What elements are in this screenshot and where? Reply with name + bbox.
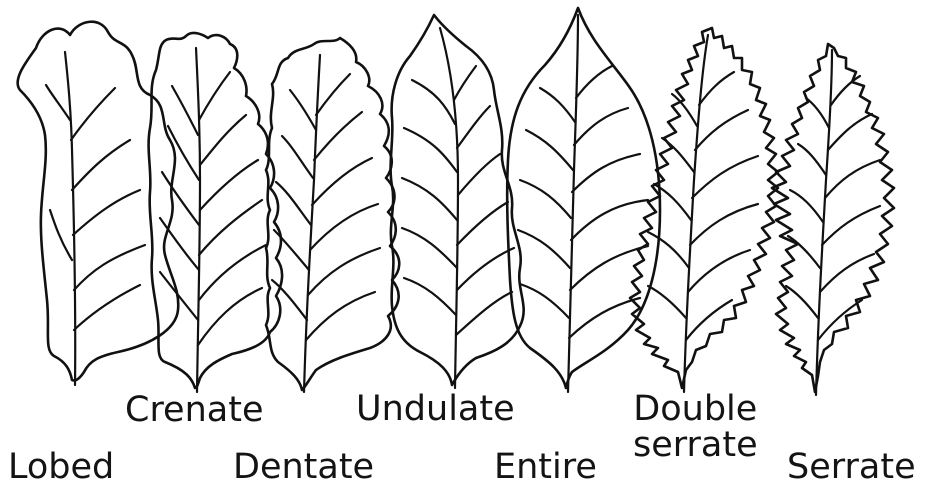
undulate-leaf-vein-1 [456,292,512,335]
crenate-leaf [149,33,282,392]
dentate-leaf [266,38,399,392]
label-lobed: Lobed [8,450,114,485]
dentate-leaf-vein-3 [310,204,378,250]
crenate-leaf-vein-7 [160,272,198,320]
double-serrate-leaf-vein-4 [692,156,758,198]
lobed-leaf-vein-5 [71,88,115,140]
serrate-leaf-vein-10 [798,144,826,175]
serrate-leaf-vein-4 [825,160,880,198]
undulate-leaf-vein-10 [404,128,457,172]
double-serrate-leaf-vein-7 [648,286,686,318]
crenate-leaf-vein-11 [172,86,198,135]
double-serrate-leaf-vein-8 [648,232,689,268]
double-serrate-leaf [630,28,778,392]
crenate-leaf-vein-4 [200,160,258,210]
entire-leaf-vein-11 [540,88,575,122]
dentate-leaf-vein-4 [312,158,372,205]
lobed-leaf-vein-7 [46,85,70,120]
double-serrate-leaf-vein-5 [695,110,748,150]
label-undulate: Undulate [356,392,515,427]
undulate-leaf-vein-5 [457,106,490,148]
undulate-leaf-vein-6 [454,66,476,100]
entire-leaf-vein-5 [574,108,628,145]
entire-leaf-vein-6 [576,66,612,98]
dentate-leaf-vein-6 [316,74,350,115]
dentate-leaf-vein-5 [314,112,362,160]
entire-leaf-vein-7 [520,284,569,318]
crenate-leaf-vein-6 [199,72,230,120]
dentate-leaf-midrib [304,55,320,392]
entire-leaf [507,8,660,392]
undulate-leaf-vein-7 [404,278,456,315]
label-double-serrate: Double serrate [633,391,758,463]
crenate-leaf-outline [149,33,282,388]
serrate-leaf-vein-9 [790,190,823,222]
undulate-leaf-midrib [440,28,458,388]
serrate-leaf-vein-5 [828,114,872,150]
serrate-leaf-vein-7 [786,286,818,318]
lobed-leaf-vein-2 [74,245,145,290]
lobed-leaf-vein-6 [50,210,72,260]
label-entire: Entire [494,450,597,485]
serrate-leaf [772,44,894,395]
entire-leaf-vein-4 [572,154,640,192]
serrate-leaf-vein-11 [806,98,829,128]
serrate-leaf-midrib [816,50,832,395]
entire-leaf-vein-8 [518,230,570,268]
double-serrate-leaf-vein-2 [688,250,750,292]
crenate-leaf-vein-9 [162,172,199,225]
serrate-leaf-vein-1 [818,300,862,340]
crenate-leaf-vein-5 [200,115,246,165]
undulate-leaf-vein-8 [402,228,457,268]
lobed-leaf-midrib [65,52,75,385]
entire-leaf-vein-3 [571,200,648,240]
dentate-leaf-vein-9 [276,182,311,225]
lobed-leaf-vein-4 [72,140,130,190]
entire-leaf-vein-9 [520,180,571,218]
crenate-leaf-vein-1 [198,288,262,345]
lobed-leaf-vein-1 [74,285,140,330]
lobed-leaf-vein-3 [73,190,140,235]
dentate-leaf-vein-10 [282,136,313,178]
label-serrate: Serrate [787,450,916,485]
undulate-leaf-vein-4 [458,154,500,195]
serrate-leaf-vein-3 [822,206,880,245]
double-serrate-leaf-vein-3 [690,204,758,245]
label-dentate: Dentate [233,450,374,485]
crenate-leaf-vein-3 [199,200,262,255]
dentate-leaf-vein-1 [306,292,375,340]
entire-leaf-vein-1 [569,298,640,338]
double-serrate-leaf-vein-6 [699,72,734,105]
dentate-leaf-outline [266,38,399,390]
undulate-leaf-vein-3 [457,202,508,245]
dentate-leaf-vein-11 [290,90,316,130]
undulate-leaf [391,15,524,388]
undulate-leaf-vein-11 [412,80,455,124]
serrate-leaf-vein-6 [831,76,860,105]
undulate-leaf-vein-9 [402,178,457,220]
dentate-leaf-vein-2 [308,248,380,295]
undulate-leaf-vein-2 [457,248,514,290]
label-crenate: Crenate [125,393,263,428]
serrate-leaf-outline [772,44,894,392]
double-serrate-leaf-outline [630,28,778,388]
entire-leaf-vein-10 [526,130,573,170]
